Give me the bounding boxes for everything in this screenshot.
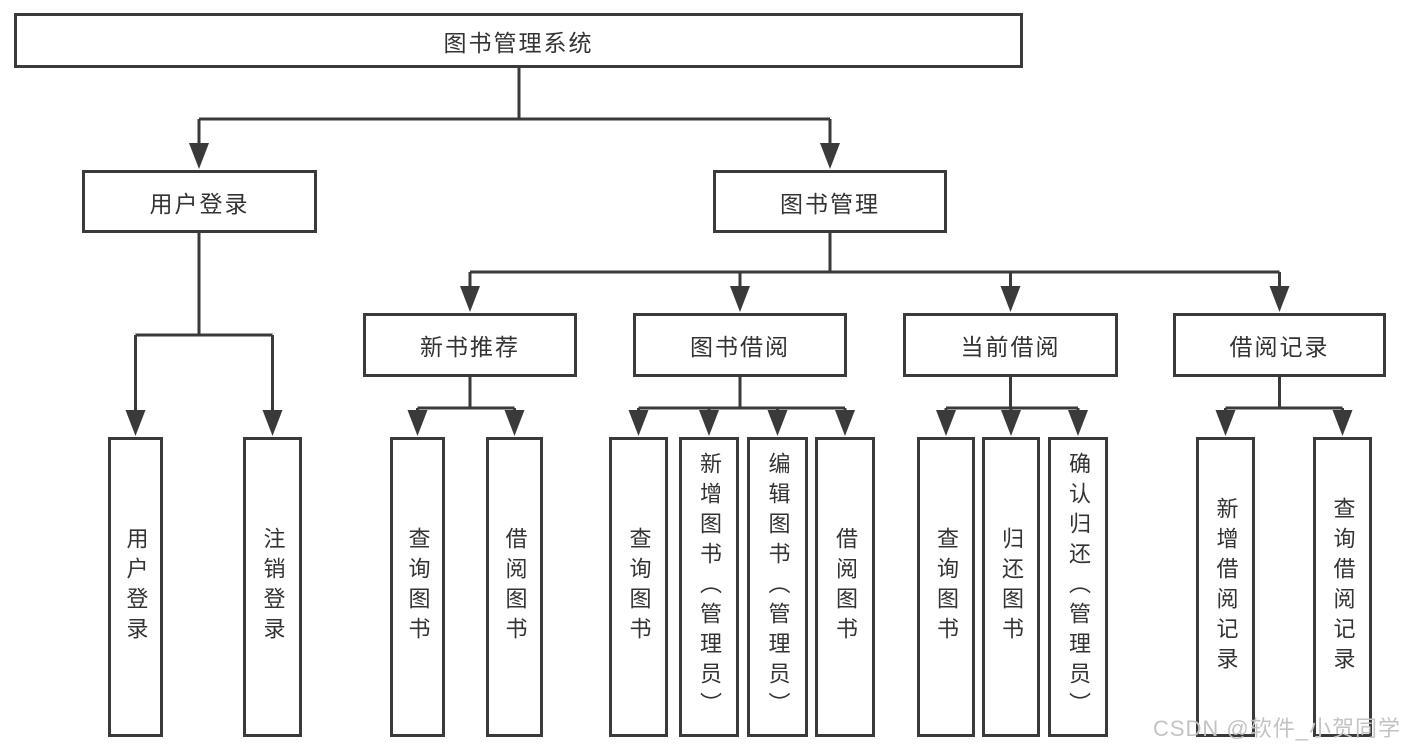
node-label: 查询图书 (405, 527, 431, 647)
arrowhead-icon (407, 410, 428, 436)
node-book-management: 图书管理 (713, 170, 947, 233)
arrowhead-icon (699, 410, 719, 436)
node-label: 编辑图书（管理员） (765, 452, 791, 722)
node-current-borrow: 当前借阅 (903, 313, 1118, 377)
arrowhead-icon (262, 410, 283, 436)
leaf-query-borrow-record: 查询借阅记录 (1313, 437, 1372, 737)
csdn-watermark: CSDN @软件_小贺同学 (1152, 716, 1401, 741)
arrowhead-icon (835, 410, 855, 436)
node-new-book-recommend: 新书推荐 (363, 313, 577, 377)
leaf-confirm-return-admin: 确认归还（管理员） (1048, 437, 1108, 737)
connector-borrow-record-to-leaves (1224, 377, 1344, 415)
arrowhead-icon (1332, 410, 1353, 436)
node-label: 归还图书 (999, 527, 1024, 647)
leaf-user-login: 用户登录 (108, 437, 163, 737)
node-label: 图书管理 (780, 190, 880, 217)
node-label: 借阅图书 (833, 527, 858, 647)
leaf-query-books-borrow: 查询图书 (609, 437, 668, 737)
arrowhead-icon (1001, 410, 1021, 436)
connector-current-borrow-to-leaves (944, 377, 1080, 415)
leaf-borrow-books-recommend: 借阅图书 (486, 437, 543, 737)
node-label: 查询图书 (626, 527, 652, 647)
arrowhead-icon (460, 286, 480, 312)
arrowhead-icon (820, 143, 840, 169)
leaf-return-books: 归还图书 (982, 437, 1040, 737)
node-label: 新增借阅记录 (1213, 497, 1239, 677)
node-label: 新书推荐 (420, 334, 520, 360)
arrowhead-icon (1068, 410, 1088, 436)
leaf-edit-books-admin: 编辑图书（管理员） (747, 437, 808, 737)
node-label: 用户登录 (149, 190, 250, 217)
node-user-login: 用户登录 (82, 170, 317, 233)
connector-user-login-to-leaves (134, 233, 274, 415)
arrowhead-icon (730, 286, 750, 312)
connector-book-management-to-level3 (468, 233, 1281, 291)
connector-book-borrow-to-leaves (637, 377, 847, 415)
arrowhead-icon (189, 143, 209, 169)
node-label: 借阅记录 (1229, 334, 1330, 360)
connector-root-to-level2 (197, 68, 832, 148)
node-label: 图书借阅 (690, 334, 790, 360)
node-label: 新增图书（管理员） (697, 452, 722, 722)
node-label: 注销登录 (260, 527, 286, 647)
node-book-borrow: 图书借阅 (633, 313, 847, 377)
arrowhead-icon (628, 410, 649, 436)
connector-new-book-to-leaves (416, 377, 516, 415)
arrowhead-icon (1269, 286, 1290, 312)
node-root-library-system: 图书管理系统 (14, 13, 1023, 68)
node-label: 确认归还（管理员） (1066, 452, 1091, 722)
arrowhead-icon (1000, 286, 1021, 312)
node-label: 借阅图书 (502, 527, 528, 647)
node-label: 当前借阅 (960, 334, 1061, 360)
node-label: 用户登录 (123, 527, 149, 647)
node-borrow-record: 借阅记录 (1173, 313, 1386, 377)
leaf-query-books-recommend: 查询图书 (390, 437, 445, 737)
arrowhead-icon (767, 410, 788, 436)
arrowhead-icon (504, 410, 525, 436)
node-label: 查询图书 (934, 527, 959, 647)
leaf-add-borrow-record: 新增借阅记录 (1196, 437, 1255, 737)
leaf-add-books-admin: 新增图书（管理员） (679, 437, 739, 737)
arrowhead-icon (125, 410, 146, 436)
leaf-borrow-books: 借阅图书 (815, 437, 875, 737)
arrowhead-icon (1215, 410, 1236, 436)
leaf-query-books-current: 查询图书 (917, 437, 975, 737)
node-label: 图书管理系统 (443, 29, 594, 56)
leaf-logout: 注销登录 (243, 437, 302, 737)
arrowhead-icon (936, 410, 956, 436)
node-label: 查询借阅记录 (1330, 497, 1356, 677)
